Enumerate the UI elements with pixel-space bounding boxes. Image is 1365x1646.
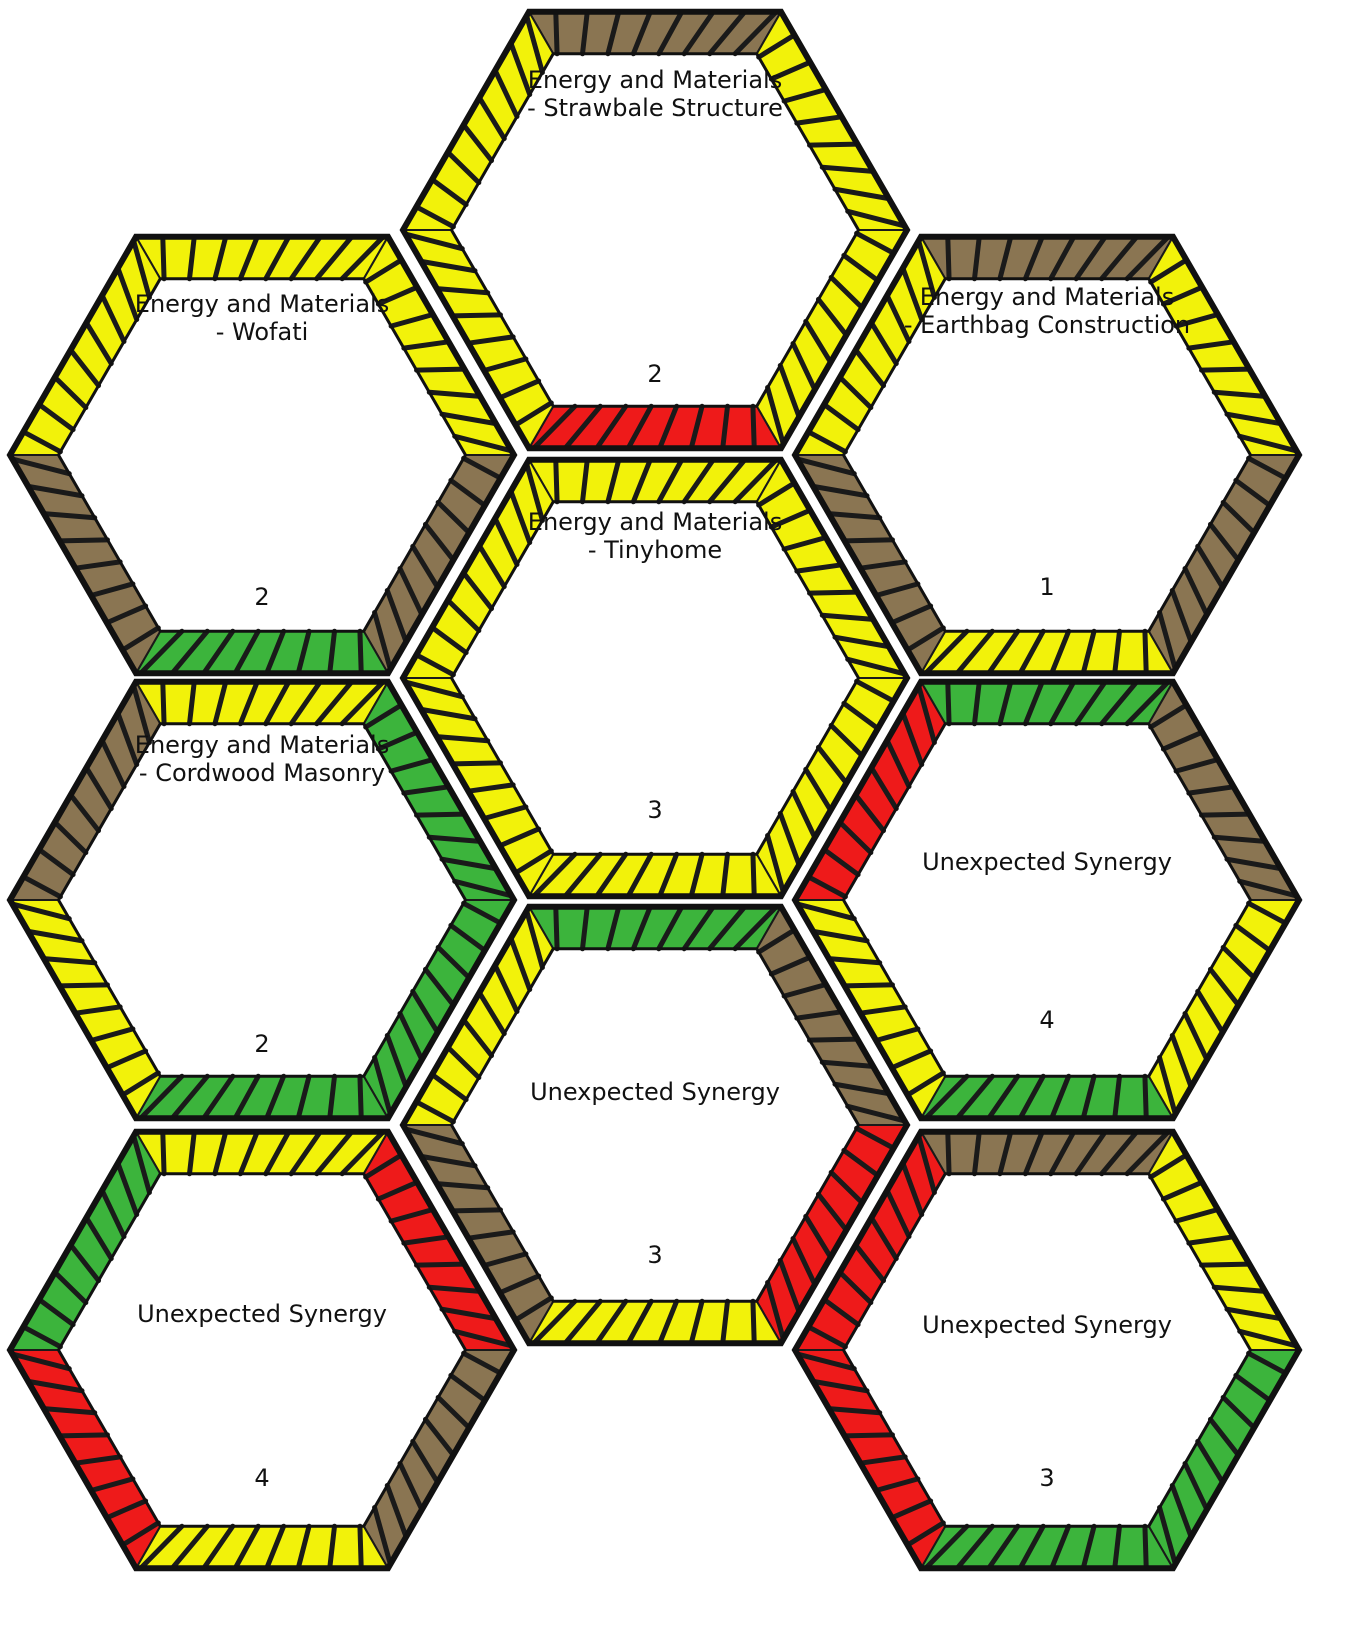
tile-background — [795, 682, 1299, 1118]
rope-twist-mark — [360, 1076, 361, 1118]
rope-twist-mark — [845, 985, 893, 986]
tile-number: 3 — [647, 1241, 662, 1269]
tile-title-line: Energy and Materials — [920, 283, 1174, 311]
rope-twist-mark — [163, 237, 164, 279]
tile-background — [795, 1132, 1299, 1568]
edge-top-brown — [921, 1132, 1173, 1174]
rope-twist-mark — [60, 1435, 108, 1436]
edge-top-green — [921, 682, 1173, 724]
rope-twist-mark — [163, 682, 164, 724]
rope-twist-mark — [1202, 814, 1250, 815]
rope-twist-mark — [948, 237, 949, 279]
tile-background — [10, 1132, 514, 1568]
tile-title-line: Energy and Materials — [135, 731, 389, 759]
rope-twist-mark — [753, 406, 754, 448]
tile-title-line: Unexpected Synergy — [922, 848, 1172, 876]
tile-title-line: - Cordwood Masonry — [139, 759, 385, 787]
rope-twist-mark — [417, 369, 465, 370]
hex-tile-tinyhome[interactable]: Energy and Materials- Tinyhome 3 — [403, 460, 907, 896]
rope-twist-mark — [453, 1210, 501, 1211]
rope-twist-mark — [417, 1264, 465, 1265]
hex-tile-synergy-center[interactable]: Unexpected Synergy 3 — [403, 907, 907, 1343]
hex-tile-earthbag[interactable]: Energy and Materials- Earthbag Construct… — [795, 237, 1299, 673]
rope-twist-mark — [453, 315, 501, 316]
edge-top-brown — [529, 12, 781, 54]
tile-number: 4 — [1039, 1006, 1054, 1034]
edge-bottom-yellow — [529, 854, 781, 896]
edge-bottom-green — [136, 1076, 388, 1118]
tile-title-line: Unexpected Synergy — [530, 1078, 780, 1106]
rope-twist-mark — [453, 763, 501, 764]
rope-twist-mark — [556, 12, 557, 54]
tile-title-line: Unexpected Synergy — [137, 1300, 387, 1328]
edge-top-yellow — [136, 237, 388, 279]
rope-twist-mark — [1145, 631, 1146, 673]
tile-number: 2 — [647, 360, 662, 388]
hex-tile-wofati[interactable]: Energy and Materials- Wofati 2 — [10, 237, 514, 673]
hex-tile-synergy-left-lower[interactable]: Unexpected Synergy 4 — [10, 1132, 514, 1568]
hex-tile-synergy-right-lower[interactable]: Unexpected Synergy 3 — [795, 1132, 1299, 1568]
edge-bottom-yellow — [529, 1301, 781, 1343]
tile-title-line: - Earthbag Construction — [904, 311, 1190, 339]
rope-twist-mark — [60, 985, 108, 986]
rope-twist-mark — [810, 592, 858, 593]
tile-title-line: Energy and Materials — [135, 290, 389, 318]
rope-twist-mark — [753, 854, 754, 896]
edge-top-yellow — [136, 682, 388, 724]
tile-background — [403, 907, 907, 1343]
tile-number: 3 — [1039, 1464, 1054, 1492]
edge-bottom-yellow — [136, 1526, 388, 1568]
rope-twist-mark — [810, 1039, 858, 1040]
tile-title-line: Energy and Materials — [528, 66, 782, 94]
rope-twist-mark — [845, 1435, 893, 1436]
tiles-layer: Energy and Materials- Strawbale Structur… — [10, 12, 1299, 1568]
hex-tile-strawbale[interactable]: Energy and Materials- Strawbale Structur… — [403, 12, 907, 448]
edge-top-yellow — [529, 460, 781, 502]
rope-twist-mark — [360, 1526, 361, 1568]
rope-twist-mark — [417, 814, 465, 815]
tile-number: 2 — [254, 583, 269, 611]
rope-twist-mark — [810, 144, 858, 145]
hex-tile-cordwood[interactable]: Energy and Materials- Cordwood Masonry 2 — [10, 682, 514, 1118]
rope-twist-mark — [948, 1132, 949, 1174]
tile-title-line: - Wofati — [216, 318, 309, 346]
rope-twist-mark — [556, 907, 557, 949]
rope-twist-mark — [845, 540, 893, 541]
rope-twist-mark — [753, 1301, 754, 1343]
rope-twist-mark — [556, 460, 557, 502]
tile-number: 2 — [254, 1030, 269, 1058]
edge-bottom-yellow — [921, 631, 1173, 673]
edge-bottom-green — [921, 1076, 1173, 1118]
tile-number: 1 — [1039, 573, 1054, 601]
edge-bottom-red — [529, 406, 781, 448]
rope-twist-mark — [1145, 1526, 1146, 1568]
tile-number: 4 — [254, 1464, 269, 1492]
edge-top-brown — [921, 237, 1173, 279]
edge-bottom-green — [136, 631, 388, 673]
tile-number: 3 — [647, 796, 662, 824]
tile-title-line: Unexpected Synergy — [922, 1311, 1172, 1339]
tile-title-line: Energy and Materials — [528, 508, 782, 536]
rope-twist-mark — [60, 540, 108, 541]
rope-twist-mark — [1145, 1076, 1146, 1118]
edge-top-yellow — [136, 1132, 388, 1174]
tile-title-line: - Strawbale Structure — [527, 94, 783, 122]
rope-twist-mark — [1202, 1264, 1250, 1265]
rope-twist-mark — [948, 682, 949, 724]
rope-twist-mark — [360, 631, 361, 673]
tile-title-line: - Tinyhome — [588, 536, 722, 564]
hex-tile-synergy-right-upper[interactable]: Unexpected Synergy 4 — [795, 682, 1299, 1118]
edge-bottom-green — [921, 1526, 1173, 1568]
rope-twist-mark — [1202, 369, 1250, 370]
edge-top-green — [529, 907, 781, 949]
rope-twist-mark — [163, 1132, 164, 1174]
